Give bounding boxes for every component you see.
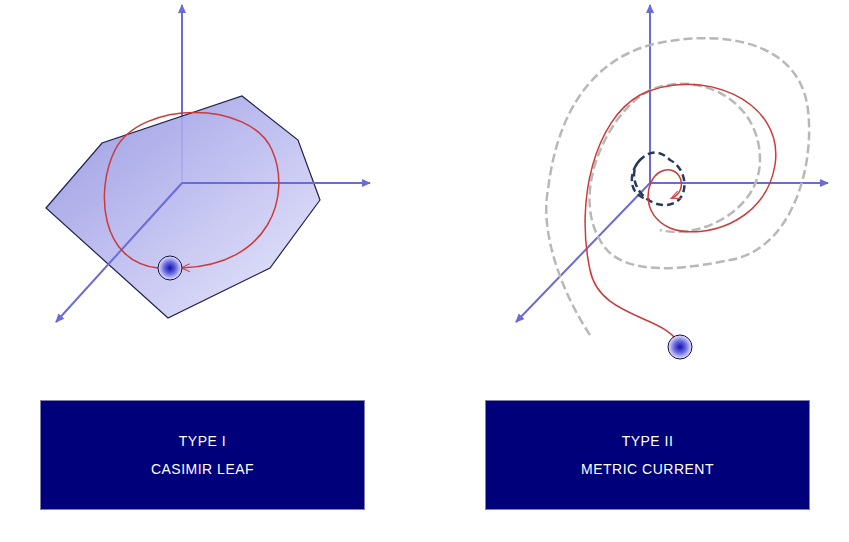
- type-label: CASIMIR LEAF: [151, 460, 254, 478]
- type-label: METRIC CURRENT: [581, 460, 714, 478]
- casimir-leaf-figure: [46, 5, 370, 322]
- type-heading: TYPE II: [622, 432, 674, 450]
- type-box: TYPE I CASIMIR LEAF: [40, 400, 365, 510]
- metric-current-figure: [516, 5, 828, 359]
- type-box: TYPE II METRIC CURRENT: [485, 400, 810, 510]
- type-heading: TYPE I: [179, 432, 226, 450]
